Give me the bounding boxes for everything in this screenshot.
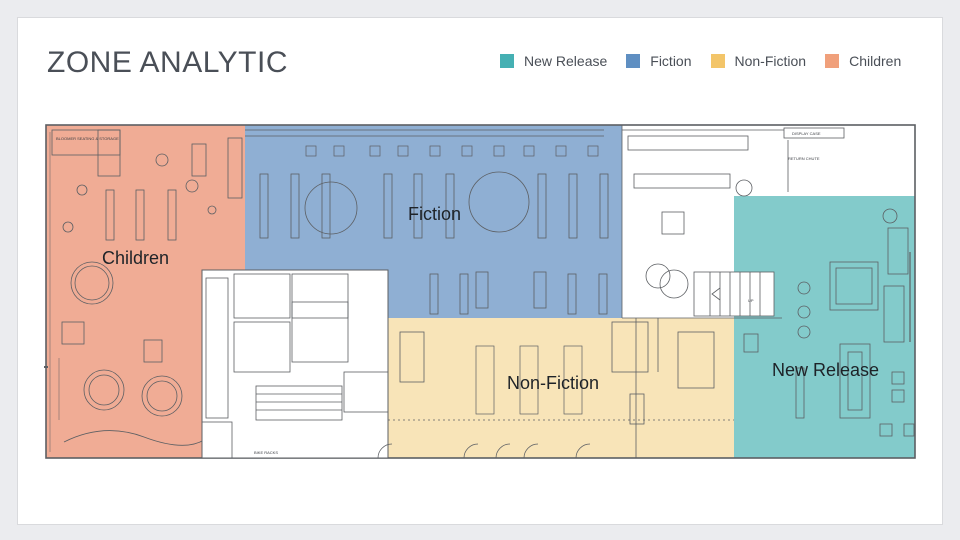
legend-item-new-release: New Release	[500, 53, 607, 69]
legend-label-fiction: Fiction	[650, 53, 692, 69]
zone-label-non-fiction: Non-Fiction	[507, 373, 600, 393]
plan-note-bike-racks: BIKE RACKS	[254, 450, 278, 455]
legend-label-non-fiction: Non-Fiction	[734, 53, 807, 69]
legend-item-children: Children	[825, 53, 901, 69]
page-title: ZONE ANALYTIC	[47, 46, 288, 79]
legend-item-non-fiction: Non-Fiction	[710, 53, 807, 69]
zone-new-release[interactable]	[734, 196, 915, 458]
legend: New Release Fiction Non-Fiction Children	[500, 51, 901, 71]
legend-swatch-new-release	[500, 54, 514, 68]
zone-non-fiction[interactable]	[388, 318, 734, 458]
legend-label-children: Children	[849, 53, 902, 69]
zone-label-new-release: New Release	[772, 360, 880, 380]
legend-label-new-release: New Release	[524, 53, 608, 69]
plan-note-display-case: DISPLAY CASE	[792, 131, 821, 136]
plan-linework	[44, 124, 916, 459]
floor-plan: BLOOMER SEATING & STORAGE DISPLAY CASE R…	[44, 124, 916, 459]
zone-label-fiction: Fiction	[408, 204, 462, 224]
zone-label-children: Children	[102, 248, 170, 268]
plan-note-storage: BLOOMER SEATING & STORAGE	[56, 136, 119, 141]
legend-swatch-children	[825, 54, 840, 68]
legend-item-fiction: Fiction	[626, 53, 692, 69]
legend-swatch-non-fiction	[710, 54, 725, 68]
plan-note-return-chute: RETURN CHUTE	[788, 156, 820, 161]
plan-note-up: UP	[748, 298, 754, 303]
legend-swatch-fiction	[626, 54, 641, 68]
